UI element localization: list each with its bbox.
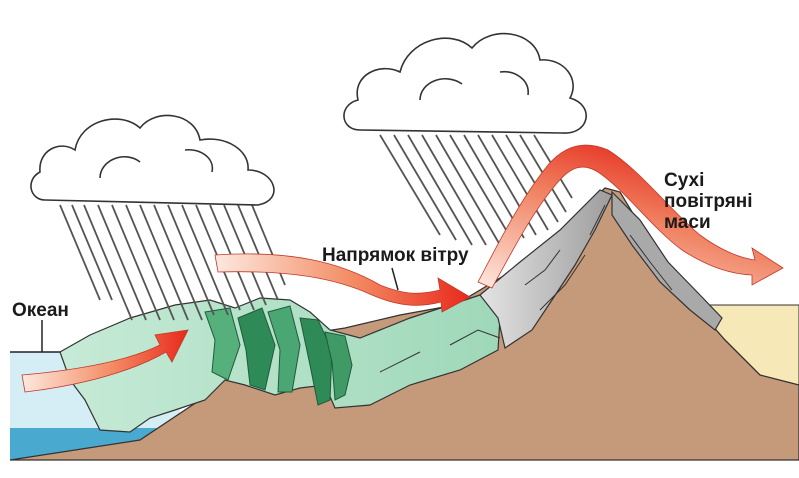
cloud-left [30, 114, 275, 206]
dry-air-label-line3: маси [664, 212, 711, 233]
ocean-label: Океан [12, 300, 69, 321]
leeward-rock [611, 190, 723, 331]
dry-air-label-line2: повітряні [664, 191, 753, 212]
wind-direction-label: Напрямок вітру [322, 245, 469, 266]
arrow-over-mountain [477, 144, 784, 289]
rain-right [379, 134, 573, 246]
cloud-right [343, 32, 587, 134]
arrow-wind-direction [214, 253, 471, 313]
rock-texture [379, 204, 673, 373]
dry-air-label-line1: Сухі [664, 170, 705, 191]
arrow-ocean-wind [21, 329, 189, 393]
wind-leader [391, 267, 399, 291]
forest-cliffs [204, 305, 353, 406]
dry-air-label: Сухі повітряні маси [664, 170, 753, 233]
